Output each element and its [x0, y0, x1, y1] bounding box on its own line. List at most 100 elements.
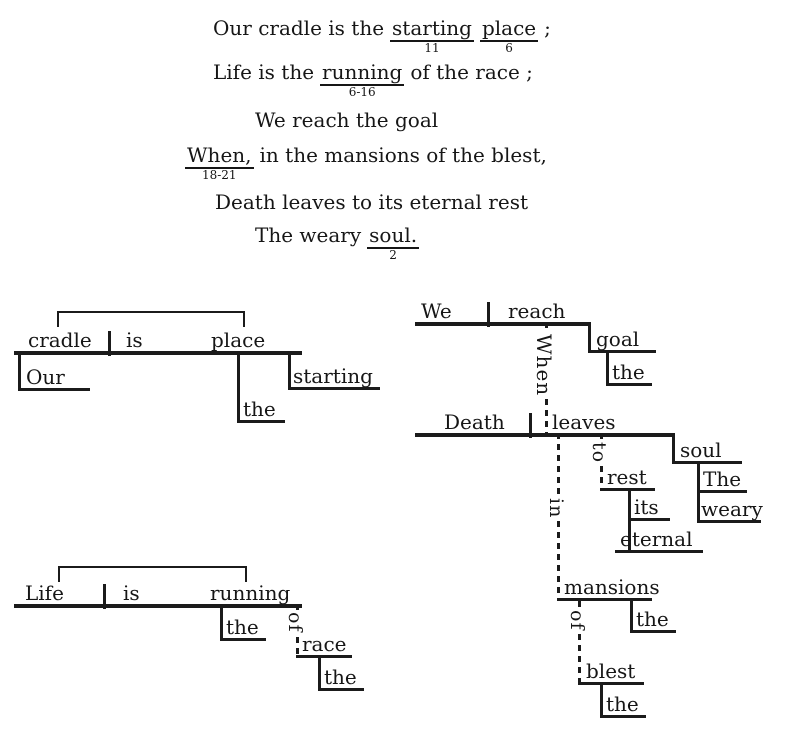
baseline: [14, 604, 302, 608]
object-stem: [588, 322, 591, 353]
apposition-bracket: [58, 566, 247, 582]
subject-verb-divider: [108, 331, 111, 356]
diagram-word-is: is: [123, 581, 140, 605]
baseline: [14, 351, 302, 355]
modifier-stem: [600, 685, 603, 718]
rule-reference: 2: [389, 248, 397, 262]
object-stem: [672, 433, 675, 464]
modifier-shelf: [600, 488, 655, 491]
modifier-shelf: [557, 598, 652, 601]
diagram-word-goal: goal: [596, 327, 640, 351]
diagram-word-of-vertical: of: [284, 610, 306, 635]
diagram-word-the: the: [226, 615, 259, 639]
poem-text: soul.: [369, 223, 418, 247]
modifier-stem: [220, 604, 223, 641]
diagram-word-starting: starting: [293, 364, 373, 388]
diagram-word-our: Our: [26, 365, 65, 389]
modifier-shelf: [697, 490, 747, 493]
modifier-shelf: [600, 715, 646, 718]
modifier-shelf: [288, 387, 380, 390]
poem-text: running: [322, 60, 403, 84]
modifier-stem: [318, 657, 321, 691]
annotated-word: soul.2: [367, 223, 420, 262]
diagram-word-running: running: [210, 581, 291, 605]
modifier-shelf: [606, 383, 652, 386]
baseline: [415, 433, 675, 437]
poem-line-4: When,18-21 in the mansions of the blest,: [185, 143, 547, 182]
diagram-word-the: the: [606, 692, 639, 716]
modifier-shelf: [578, 682, 644, 685]
modifier-stem: [237, 351, 240, 423]
diagram-word-of-vertical: of: [566, 608, 588, 633]
diagram-word-place: place: [211, 328, 266, 352]
modifier-stem: [288, 351, 291, 390]
diagram-word-the: The: [703, 467, 742, 491]
modifier-shelf: [615, 550, 703, 553]
modifier-shelf: [18, 388, 90, 391]
diagram-word-death: Death: [444, 410, 505, 434]
diagram-word-is: is: [126, 328, 143, 352]
diagram-word-soul: soul: [680, 438, 722, 462]
diagram-word-eternal: eternal: [620, 527, 693, 551]
modifier-shelf: [318, 688, 364, 691]
modifier-stem: [628, 491, 631, 553]
diagram-word-the: the: [324, 665, 357, 689]
subject-verb-divider: [487, 302, 490, 327]
diagram-word-the: the: [636, 607, 669, 631]
diagram-word-when-vertical: When: [532, 332, 556, 399]
diagram-word-the: the: [243, 397, 276, 421]
poem-text: ;: [544, 16, 551, 40]
poem-text: in the mansions of the blest,: [259, 143, 547, 167]
modifier-shelf: [296, 655, 352, 658]
diagram-word-to-vertical: to: [588, 440, 610, 466]
subject-verb-divider: [529, 413, 532, 438]
diagram-word-weary: weary: [701, 497, 763, 521]
modifier-shelf: [630, 630, 676, 633]
modifier-shelf: [628, 518, 670, 521]
poem-text: starting: [392, 16, 472, 40]
diagram-word-cradle: cradle: [28, 328, 92, 352]
modifier-stem: [606, 353, 609, 386]
rule-reference: 18-21: [201, 168, 237, 182]
modifier-shelf: [220, 638, 266, 641]
poem-text: Death leaves to its eternal rest: [215, 190, 528, 214]
poem-text: place: [481, 16, 537, 40]
poem-text: The weary: [255, 223, 362, 247]
diagram-word-its: its: [634, 495, 659, 519]
poem-line-6: The weary soul.2: [255, 223, 420, 262]
poem-text: Our cradle is the: [213, 16, 385, 40]
modifier-stem: [18, 351, 21, 391]
diagram-word-blest: blest: [586, 659, 636, 683]
diagram-word-race: race: [302, 632, 347, 656]
poem-text: Life is the: [213, 60, 315, 84]
diagram-word-leaves: leaves: [552, 410, 616, 434]
object-shelf: [672, 461, 742, 464]
diagram-word-in-vertical: in: [545, 496, 567, 521]
diagram-word-life: Life: [25, 581, 64, 605]
preposition-line-dashed: [578, 601, 581, 682]
modifier-shelf: [697, 520, 761, 523]
rule-reference: 11: [424, 41, 440, 55]
poem-text: We reach the goal: [255, 108, 439, 132]
diagram-word-rest: rest: [607, 465, 647, 489]
apposition-bracket: [57, 311, 245, 327]
poem-line-5: Death leaves to its eternal rest: [215, 190, 528, 214]
subject-verb-divider: [103, 584, 106, 609]
annotated-word: When,18-21: [185, 143, 254, 182]
poem-line-3: We reach the goal: [255, 108, 438, 132]
modifier-stem: [697, 464, 700, 523]
object-shelf: [588, 350, 656, 353]
poem-text: When,: [187, 143, 252, 167]
diagram-word-the: the: [612, 360, 645, 384]
rule-reference: 6: [505, 41, 513, 55]
modifier-shelf: [237, 420, 285, 423]
diagram-word-we: We: [421, 299, 452, 323]
rule-reference: 6-16: [348, 85, 376, 99]
diagram-word-mansions: mansions: [564, 575, 660, 599]
